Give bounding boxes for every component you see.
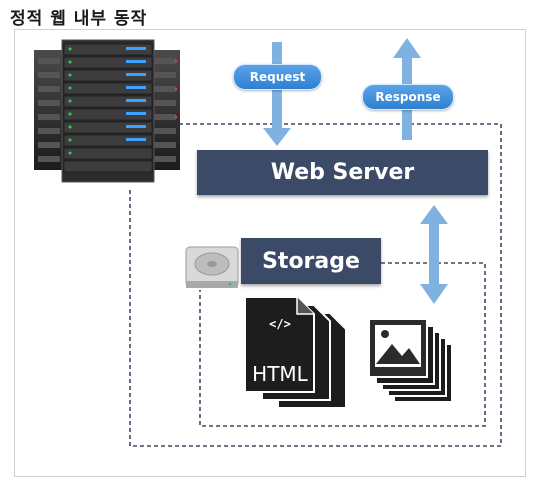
html-document-stack-icon: </> HTML	[244, 296, 347, 409]
hard-drive-icon	[185, 246, 239, 288]
code-tag-text: </>	[269, 317, 291, 331]
inner-dashed-loop	[199, 262, 486, 427]
storage-box: Storage	[241, 238, 381, 284]
outer-dashed-loop	[129, 123, 502, 447]
server-rack-icon	[34, 39, 180, 183]
request-arrow	[263, 42, 291, 146]
html-label: HTML	[252, 362, 309, 386]
diagram-title: 정적 웹 내부 동작	[10, 9, 148, 29]
response-label: Response	[362, 84, 454, 110]
image-stack-icon	[368, 318, 453, 403]
bidirectional-arrow	[420, 205, 448, 304]
request-label: Request	[233, 64, 322, 90]
web-server-box: Web Server	[197, 150, 488, 195]
dashed-connectors	[129, 123, 502, 447]
